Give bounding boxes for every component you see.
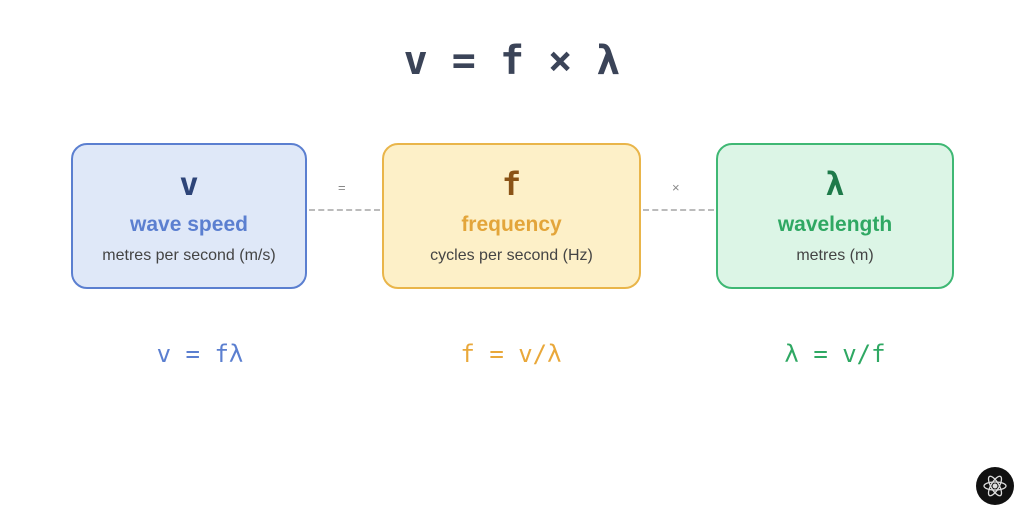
formula-lambda: λ = v/f	[784, 340, 886, 368]
symbol: v	[179, 165, 199, 203]
quantity-name: wave speed	[130, 213, 248, 236]
formula-f: f = v/λ	[460, 340, 562, 368]
wavelength-box: λ wavelength metres (m)	[716, 143, 954, 289]
times-operator: ×	[672, 180, 680, 195]
symbol: f	[501, 165, 522, 203]
symbol: λ	[825, 165, 845, 203]
equals-operator: =	[338, 180, 346, 195]
frequency-box: f frequency cycles per second (Hz)	[382, 143, 641, 289]
quantity-unit: metres (m)	[796, 247, 874, 264]
quantity-unit: cycles per second (Hz)	[430, 247, 593, 264]
atom-logo-icon	[976, 467, 1014, 505]
quantity-unit: metres per second (m/s)	[102, 247, 276, 264]
connector	[309, 209, 380, 211]
formula-v: v = fλ	[156, 340, 244, 368]
quantity-name: frequency	[461, 213, 562, 236]
wave-speed-box: v wave speed metres per second (m/s)	[71, 143, 307, 289]
quantity-name: wavelength	[777, 213, 893, 236]
connector	[643, 209, 714, 211]
main-equation: v = f × λ	[403, 38, 621, 84]
